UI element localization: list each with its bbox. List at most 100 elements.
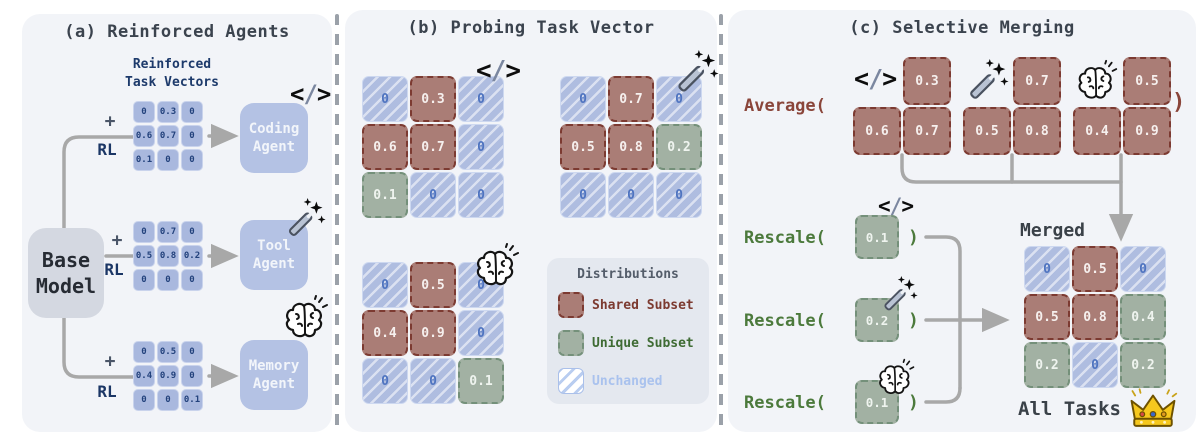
brain-icon [1075,59,1119,103]
mini-matrix-cell: 0.1 [181,389,203,411]
matrix-cell: 0.2 [1120,342,1166,388]
mini-matrix-cell: 0 [181,365,203,387]
legend-title: Distributions [577,267,679,282]
mini-matrix-cell: 0.5 [133,245,155,267]
panel-divider [719,14,723,430]
crown-icon [1128,388,1178,428]
average-label: Average( [744,96,826,116]
matrix-cell: 0.6 [853,107,901,155]
matrix-cell: 0 [560,76,606,122]
mini-matrix-cell: 0 [181,341,203,363]
wand-icon [965,59,1009,103]
panel-c: (c) Selective Merging Average( ) 0.3 0.6… [728,10,1196,432]
shared-cluster-tool: 0.7 0.5 0.8 [963,57,1061,155]
matrix-cell: 0.7 [903,107,951,155]
matrix-cell: 0.5 [410,262,456,308]
matrix-cell: 0.7 [410,124,456,170]
rescale-close-paren: ) [908,310,919,331]
matrix-cell: 0 [656,172,702,218]
shared-cluster-coding: 0.3 0.6 0.7 [853,57,951,155]
matrix-cell: 0 [1024,246,1070,292]
matrix-cell: 0.5 [1123,57,1171,105]
matrix-cell: 0 [560,172,606,218]
rl-label: RL [97,140,117,159]
mini-matrix-cell: 0.9 [157,365,179,387]
mini-matrix-cell: 0 [157,269,179,291]
rescale-close-paren: ) [908,227,919,248]
matrix-cell: 0 [362,262,408,308]
mini-matrix-cell: 0 [181,101,203,123]
panel-a: (a) Reinforced Agents Reinforced Task Ve… [22,14,332,432]
wand-icon [880,276,918,314]
mini-matrix-cell: 0 [133,101,155,123]
matrix-cell: 0.7 [608,76,654,122]
matrix-cell: 0 [458,172,504,218]
matrix-cell: 0 [656,76,702,122]
matrix-cell: 0.4 [1073,107,1121,155]
mini-matrix-cell: 0 [133,341,155,363]
mini-matrix-cell: 0 [133,221,155,243]
mini-matrix-cell: 0.7 [157,125,179,147]
rescale-label: Rescale( [744,311,826,331]
plus-label: + [111,230,123,251]
shared-cluster-memory: 0.5 0.4 0.9 [1073,57,1171,155]
mini-matrix-cell: 0.7 [157,221,179,243]
matrix-cell: 0.9 [1123,107,1171,155]
unique-subset-swatch [558,330,584,356]
rescale-close-paren: ) [908,392,919,413]
matrix-cell: 0.2 [1024,342,1070,388]
base-model-box: Base Model [28,228,104,318]
mini-matrix-cell: 0 [181,125,203,147]
legend-item-shared: Shared Subset [558,292,694,318]
matrix-cell: 0.1 [458,358,504,404]
rl-label: RL [104,260,124,279]
mini-matrix-cell: 0 [133,389,155,411]
matrix-cell: 0.2 [656,124,702,170]
matrix-cell: 0.4 [1120,294,1166,340]
matrix-cell: 0 [410,358,456,404]
brain-icon [473,242,521,290]
matrix-cell: 0.3 [903,57,951,105]
coding-agent-box: Coding Agent [240,103,308,173]
average-close-paren: ) [1172,90,1186,115]
matrix-cell: 0.5 [1072,246,1118,292]
mini-matrix-cell: 0.3 [157,101,179,123]
matrix-cell: 0 [458,124,504,170]
matrix-cell: 0.3 [410,76,456,122]
mini-matrix-cell: 0.2 [181,245,203,267]
rescale-label: Rescale( [744,228,826,248]
code-icon: </> [878,194,914,218]
matrix-cell: 0.7 [1013,57,1061,105]
matrix-cell: 0 [608,172,654,218]
wand-icon [284,198,326,240]
matrix-cell: 0.8 [1013,107,1061,155]
wand-icon [673,50,719,96]
mini-matrix-cell: 0.8 [157,245,179,267]
code-icon: </> [476,56,521,86]
plus-label: + [104,351,116,372]
all-tasks-label: All Tasks [1018,398,1121,420]
plus-label: + [104,111,116,132]
matrix-cell: 0 [458,76,504,122]
mini-matrix-cell: 0 [181,221,203,243]
legend-item-label: Shared Subset [592,297,694,313]
matrix-cell: 0 [1120,246,1166,292]
mini-matrix-cell: 0.4 [133,365,155,387]
matrix-cell: 0.5 [1024,294,1070,340]
merged-label: Merged [1020,220,1086,241]
matrix-cell: 0.6 [362,124,408,170]
panel-divider [335,14,339,430]
reinforced-task-vectors-label: Reinforced Task Vectors [125,57,219,90]
code-icon: </> [290,80,331,108]
code-icon: </> [854,64,897,93]
unchanged-swatch [558,368,584,394]
